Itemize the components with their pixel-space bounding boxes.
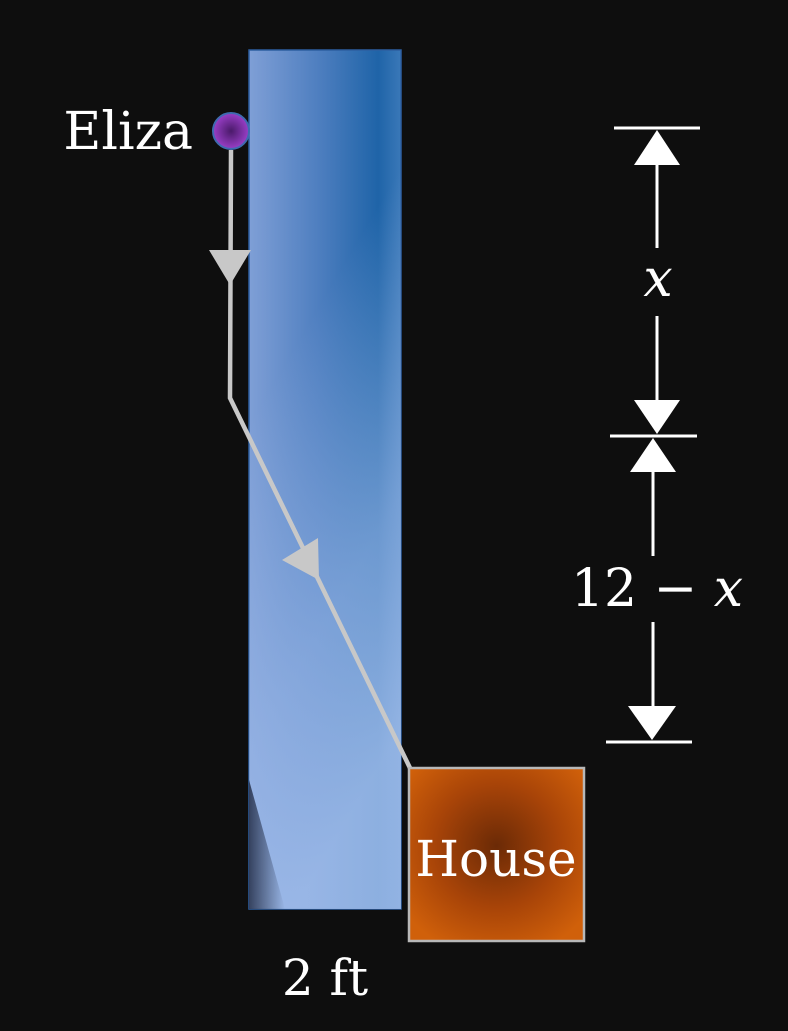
- eliza-label: Eliza: [63, 102, 193, 162]
- dimension-12-minus-x-label: 12 − x: [571, 559, 743, 619]
- arrow-up-icon: [630, 438, 676, 472]
- eliza-dot: [212, 112, 250, 150]
- arrow-up-icon: [634, 130, 680, 165]
- dimension-x: x: [614, 126, 700, 434]
- path-arrow-diagonal-icon: [282, 538, 319, 580]
- river: [248, 49, 402, 910]
- house-label: House: [415, 830, 576, 888]
- dimension-12-minus-x: 12 − x: [571, 438, 743, 744]
- arrow-down-icon: [634, 400, 680, 434]
- river-width-label: 2 ft: [282, 949, 368, 1007]
- path-arrow-down-icon: [209, 250, 251, 285]
- arrow-down-icon: [628, 706, 676, 740]
- house: House: [407, 766, 586, 943]
- crossing-path: [209, 149, 413, 769]
- dimension-x-label: x: [643, 249, 672, 309]
